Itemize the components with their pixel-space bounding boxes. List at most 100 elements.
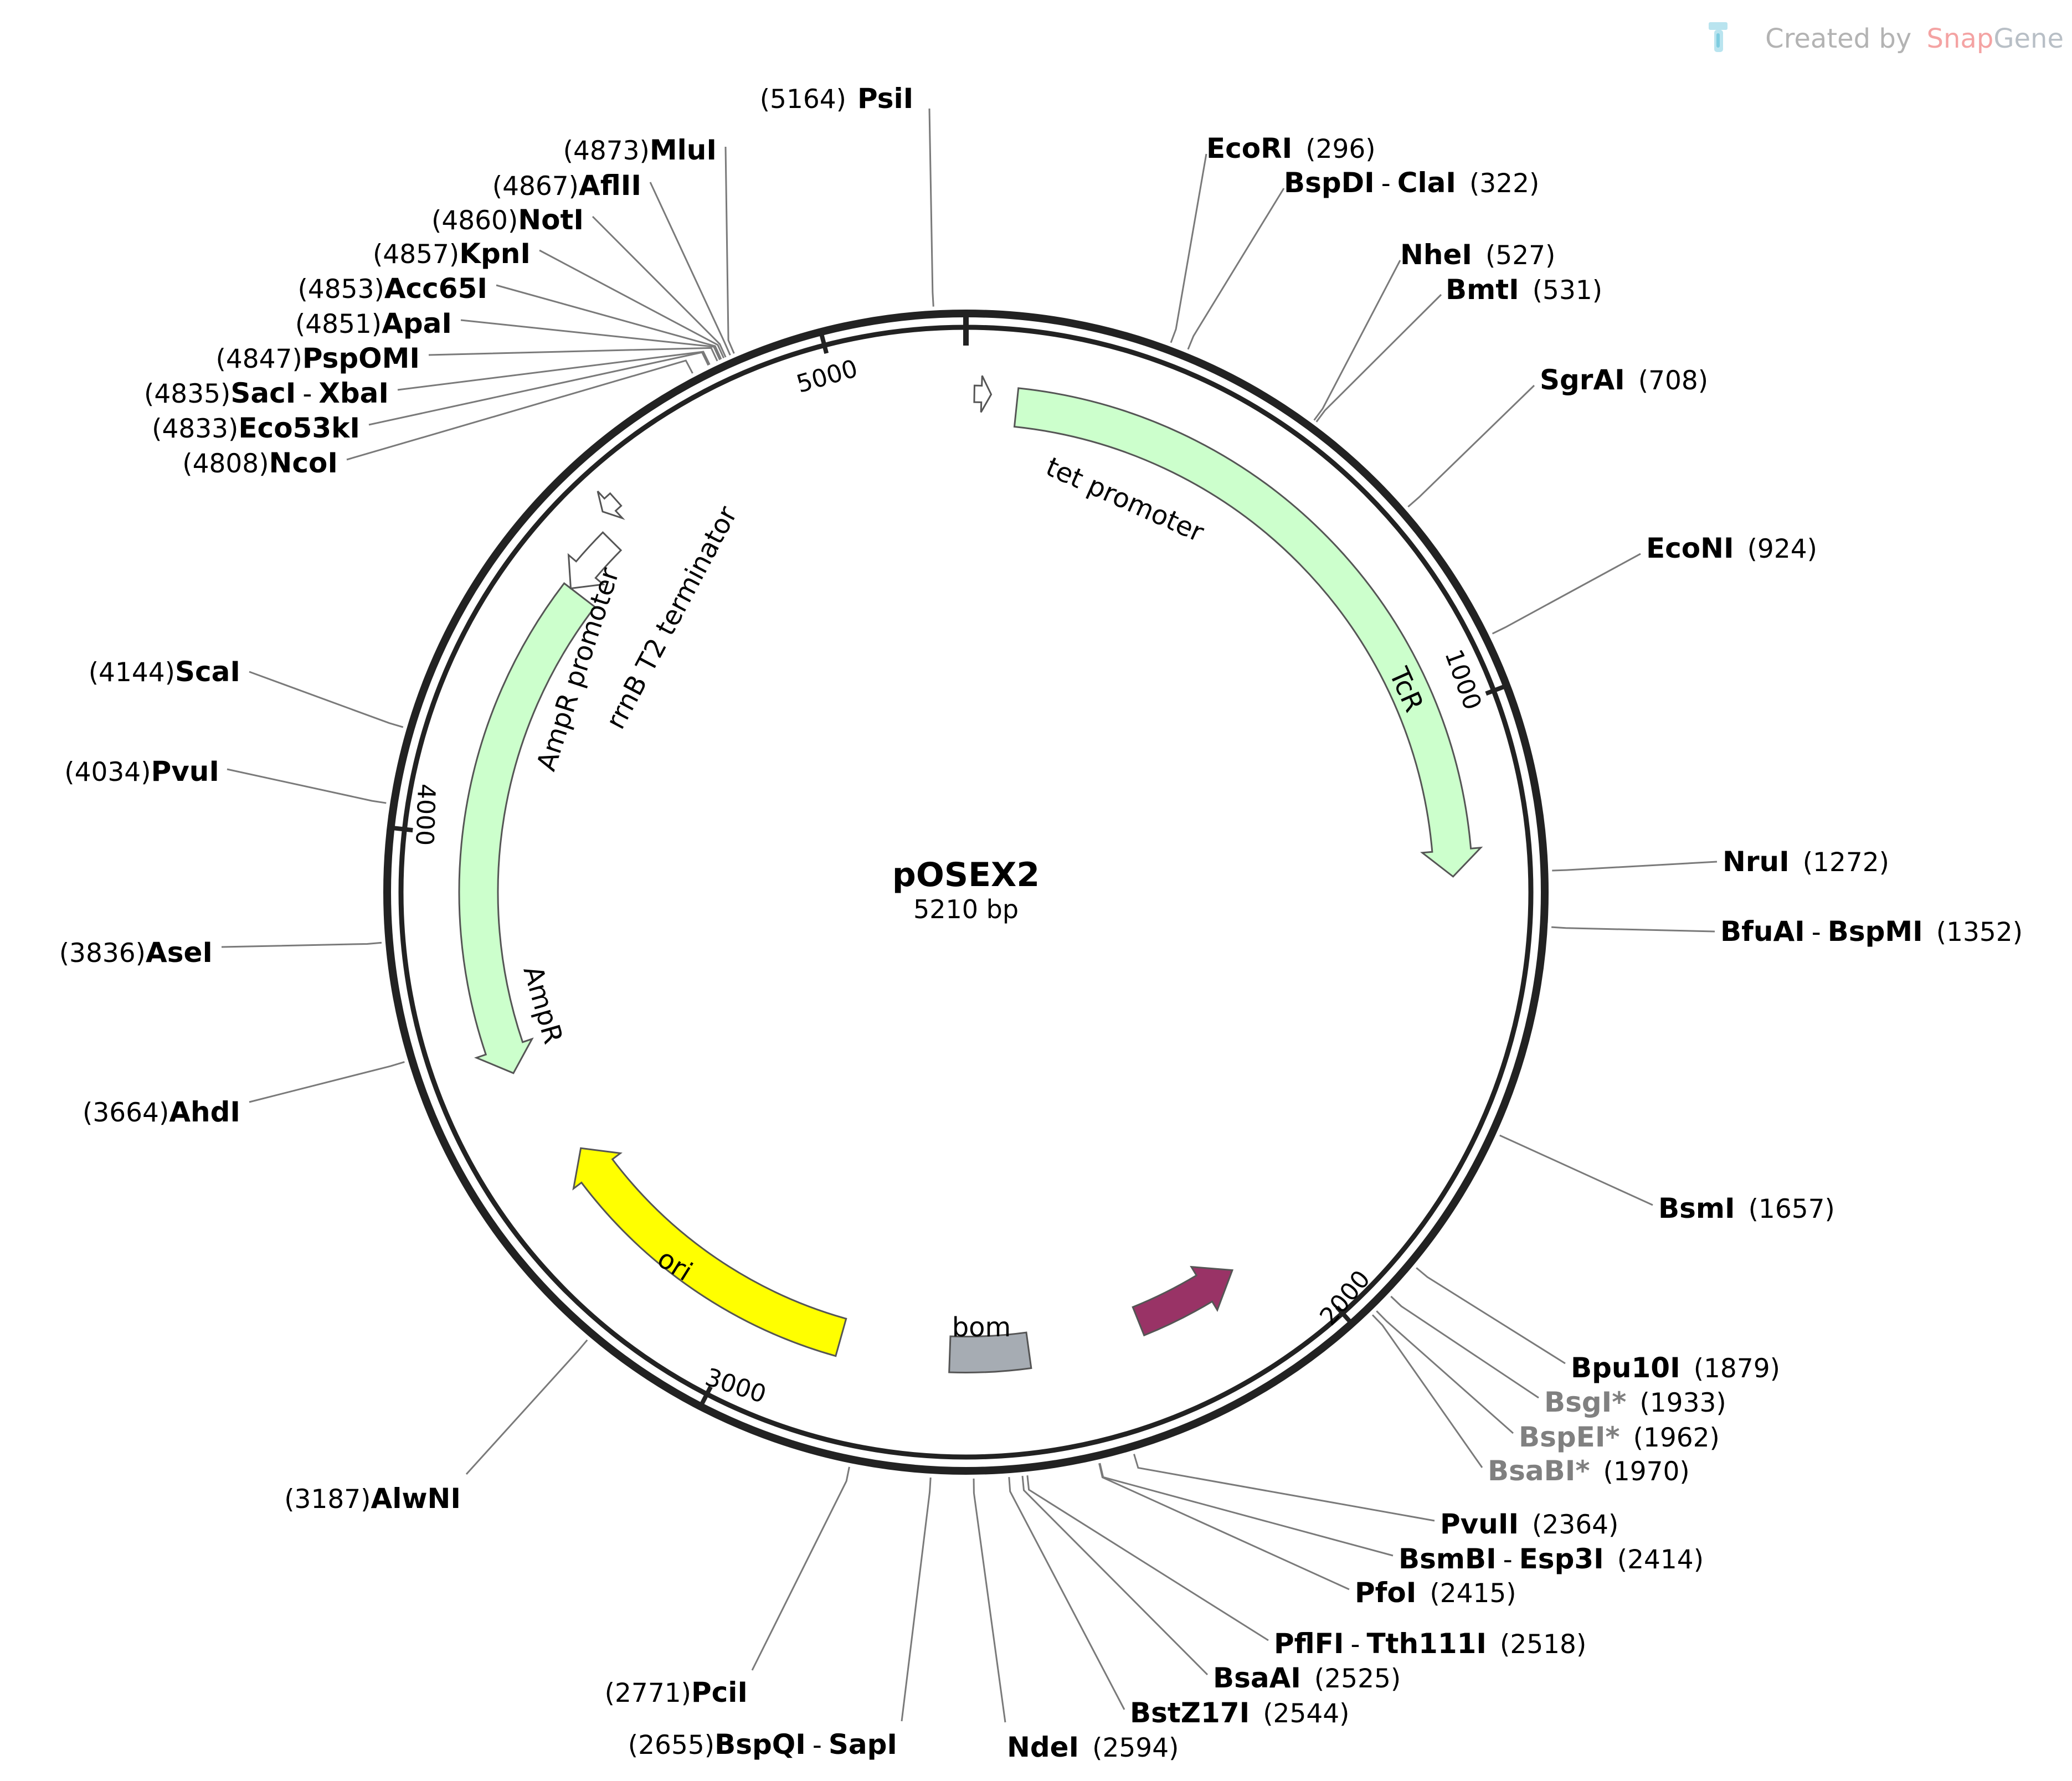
site-bsabi: BsaBI*(1970) bbox=[1488, 1455, 1690, 1487]
site-name: PspOMI bbox=[302, 342, 420, 374]
leader-nrui bbox=[1552, 861, 1718, 872]
site-pos: (531) bbox=[1533, 275, 1602, 306]
site-pos: (4144) bbox=[89, 657, 175, 688]
site-pos: (1962) bbox=[1633, 1423, 1720, 1453]
site-pos: (296) bbox=[1305, 134, 1375, 164]
site-name: BmtI bbox=[1446, 274, 1519, 306]
tick-label-5000: 5000 bbox=[794, 354, 861, 399]
site-name: PfoI bbox=[1355, 1577, 1416, 1609]
site-pos: (2771) bbox=[605, 1678, 691, 1708]
svg-text:(4144)ScaI: (4144)ScaI bbox=[89, 656, 240, 688]
svg-text:BsmBI-Esp3I(2414): BsmBI-Esp3I(2414) bbox=[1399, 1543, 1704, 1575]
leader-econi bbox=[1492, 553, 1641, 635]
leader-bsabi bbox=[1371, 1314, 1483, 1468]
site-pos: (4867) bbox=[492, 171, 579, 202]
site-name: PvuII bbox=[1440, 1508, 1519, 1540]
svg-text:(4034)PvuI: (4034)PvuI bbox=[64, 755, 219, 787]
site-leaders bbox=[221, 108, 1718, 1723]
site-bspei: BspEI*(1962) bbox=[1519, 1421, 1720, 1453]
site-bsaai: BsaAI (2525) bbox=[1213, 1662, 1401, 1694]
site-name: AhdI bbox=[169, 1096, 240, 1128]
site-pos: (1352) bbox=[1936, 917, 2023, 948]
leader-ndei bbox=[973, 1478, 1006, 1723]
site-pflfi-tth111i: PflFI-Tth111I(2518) bbox=[1274, 1628, 1586, 1660]
svg-text:BfuAI-BspMI(1352): BfuAI-BspMI(1352) bbox=[1720, 915, 2023, 948]
site-pos: (4808) bbox=[182, 449, 269, 479]
site-name: BstZ17I bbox=[1130, 1697, 1250, 1729]
site-sgrai: SgrAI(708) bbox=[1540, 364, 1708, 396]
site-pcii: (2771)PciI bbox=[605, 1676, 748, 1708]
watermark-prefix: Created by bbox=[1765, 23, 1911, 54]
site-pos: (4833) bbox=[152, 414, 238, 444]
features bbox=[458, 375, 1483, 1373]
site-pos: (2594) bbox=[1092, 1733, 1179, 1763]
svg-text:(4873)MluI: (4873)MluI bbox=[563, 134, 717, 166]
site-name-a: BspDI bbox=[1284, 167, 1375, 199]
label-bom: bom bbox=[952, 1312, 1011, 1343]
site-pos: (2525) bbox=[1314, 1664, 1401, 1694]
site-pos: (3836) bbox=[59, 938, 146, 969]
site-name-b: XbaI bbox=[318, 377, 389, 409]
leader-pfoi bbox=[1098, 1463, 1350, 1590]
site-bsmi: BsmI(1657) bbox=[1658, 1192, 1835, 1224]
site-name: Acc65I bbox=[384, 272, 487, 305]
site-name-b: Esp3I bbox=[1519, 1543, 1604, 1575]
site-name: KpnI bbox=[459, 238, 531, 270]
site-pos: (4835) bbox=[144, 379, 230, 409]
leader-bpu10i bbox=[1416, 1267, 1566, 1365]
site-bsgi: BsgI*(1933) bbox=[1544, 1386, 1726, 1418]
tick-mark-3000 bbox=[700, 1386, 713, 1406]
feature-rrnb-t2-terminator bbox=[597, 490, 625, 520]
site-pos: (2655) bbox=[628, 1730, 714, 1761]
leader-ecori bbox=[1170, 153, 1207, 343]
site-name: BsaAI bbox=[1213, 1662, 1301, 1694]
svg-text:PflFI-Tth111I(2518): PflFI-Tth111I(2518) bbox=[1274, 1628, 1586, 1660]
site-acc65i: (4853)Acc65I bbox=[298, 272, 487, 305]
tick-label-3000: 3000 bbox=[702, 1363, 769, 1409]
site-pos: (4860) bbox=[431, 205, 518, 236]
site-ncoi: (4808)NcoI bbox=[182, 447, 338, 479]
site-bspdi-clai: BspDI-ClaI(322) bbox=[1284, 167, 1539, 199]
svg-text:NruI(1272): NruI(1272) bbox=[1723, 846, 1889, 878]
leader-pvui bbox=[227, 768, 387, 804]
feature-ori bbox=[572, 1147, 847, 1357]
leader-mlui bbox=[724, 146, 735, 354]
site-pos: (527) bbox=[1485, 240, 1555, 271]
svg-text:EcoNI(924): EcoNI (924) bbox=[1646, 532, 1817, 564]
svg-text:(2655)BspQI-SapI: (2655)BspQI-SapI bbox=[628, 1728, 897, 1761]
site-name-a: PflFI bbox=[1274, 1628, 1344, 1660]
svg-text:(3187)AlwNI: (3187)AlwNI bbox=[284, 1483, 461, 1515]
site-name: SgrAI bbox=[1540, 364, 1625, 396]
svg-text:(4808)NcoI: (4808)NcoI bbox=[182, 447, 338, 479]
leader-bmti bbox=[1315, 294, 1442, 423]
backbone-outer bbox=[383, 310, 1549, 1475]
svg-text:BsgI*(1933): BsgI*(1933) bbox=[1544, 1386, 1726, 1418]
plasmid-name: pOSEX2 bbox=[892, 856, 1040, 894]
site-pos: (3187) bbox=[284, 1484, 371, 1515]
site-pos: (924) bbox=[1747, 534, 1817, 564]
tick-mark-1000 bbox=[1485, 684, 1505, 696]
leader-asei bbox=[221, 941, 382, 948]
leader-acc65i bbox=[496, 284, 722, 360]
site-ecori: EcoRI(296) bbox=[1206, 132, 1376, 164]
leader-bspei bbox=[1376, 1310, 1514, 1434]
svg-text:BsmI(1657): BsmI(1657) bbox=[1658, 1192, 1835, 1224]
site-bfuai-bspmi: BfuAI-BspMI(1352) bbox=[1720, 915, 2023, 948]
site-name: NheI bbox=[1400, 239, 1472, 271]
site-scai: (4144)ScaI bbox=[89, 656, 240, 688]
site-pos: (2518) bbox=[1500, 1629, 1586, 1660]
site-name: EcoNI bbox=[1646, 532, 1734, 564]
site-pos: (1879) bbox=[1694, 1353, 1780, 1384]
leader-pflfi-tth111i bbox=[1026, 1475, 1269, 1641]
site-bmti: BmtI (531) bbox=[1446, 274, 1602, 306]
site-pos: (1272) bbox=[1803, 847, 1889, 878]
leader-bstz17i bbox=[1008, 1477, 1125, 1710]
site-name-b: BspMI bbox=[1828, 915, 1923, 948]
leader-bsmi bbox=[1499, 1134, 1653, 1206]
site-noti: (4860)NotI bbox=[431, 204, 584, 236]
watermark: Created by SnapGene bbox=[1709, 22, 2064, 54]
svg-text:SgrAI(708): SgrAI(708) bbox=[1540, 364, 1708, 396]
site-name-a: BspQI bbox=[714, 1728, 806, 1761]
site-pos: (4847) bbox=[216, 344, 302, 374]
tick-label-2000: 2000 bbox=[1314, 1265, 1376, 1331]
